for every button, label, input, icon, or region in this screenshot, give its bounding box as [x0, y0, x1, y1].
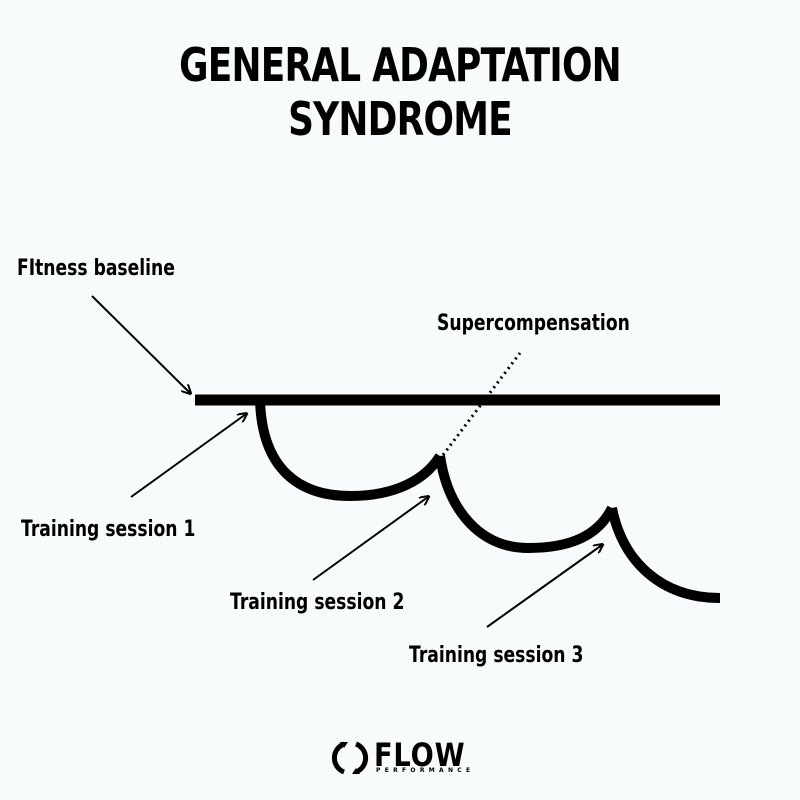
baseline-arrow — [91, 295, 190, 393]
page-title: GENERAL ADAPTATION SYNDROME — [179, 38, 622, 146]
session-3-arrow — [486, 545, 602, 628]
session-2-arrow — [312, 497, 428, 581]
logo-wordmark: FLOW — [374, 736, 466, 774]
supercompensation-label: Supercompensation — [437, 311, 630, 336]
session-1-curve — [255, 399, 445, 502]
training-session-3-label: Training session 3 — [409, 643, 584, 668]
training-session-1-label: Training session 1 — [21, 517, 196, 542]
session-2-curve — [435, 455, 617, 554]
logo-subtitle: PERFORMANCE — [376, 767, 475, 774]
session-3-curve — [607, 506, 721, 603]
fitness-baseline-label: FItness baseline — [17, 256, 175, 281]
flow-performance-logo: FLOW PERFORMANCE — [330, 736, 480, 778]
flow-logo-icon — [331, 741, 369, 775]
training-session-2-label: Training session 2 — [230, 590, 405, 615]
session-1-arrow — [130, 414, 246, 498]
